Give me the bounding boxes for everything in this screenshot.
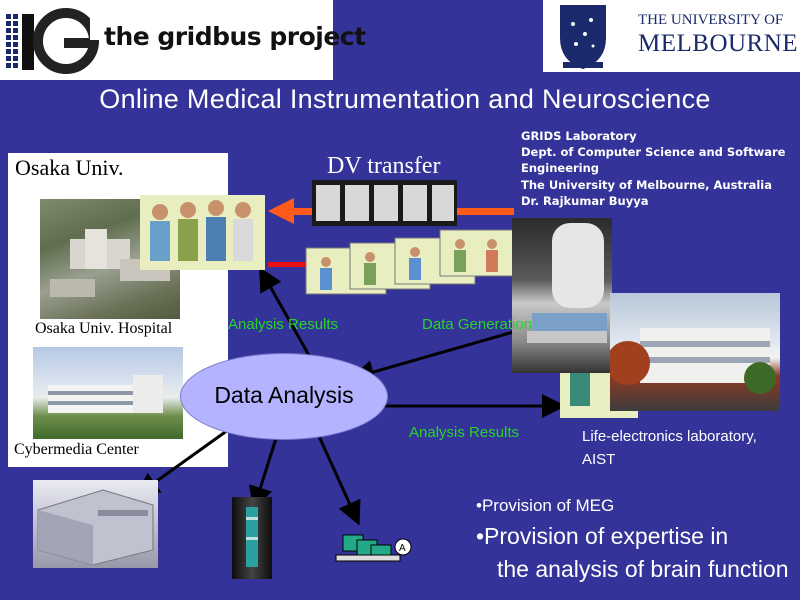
video-frames-people <box>305 229 516 295</box>
life-electronics-lab-photo <box>610 293 780 411</box>
slide-title: Online Medical Instrumentation and Neuro… <box>99 84 711 114</box>
aist-lab-line1: Life-electronics laboratory, <box>582 428 757 445</box>
melbourne-logo-line1: THE UNIVERSITY OF <box>638 12 784 28</box>
gridbus-emblem-icon <box>6 8 100 74</box>
provision-expertise-continuation: the analysis of brain function <box>497 556 789 582</box>
grids-info-line4: The University of Melbourne, Australia <box>521 177 773 192</box>
grids-info-line2: Dept. of Computer Science and Software <box>521 145 786 160</box>
analysis-results-label-top: Analysis Results <box>228 316 339 333</box>
compute-arrow-2 <box>248 431 280 511</box>
data-analysis-label: Data Analysis <box>214 382 354 408</box>
hospital-label: Osaka Univ. Hospital <box>35 320 173 337</box>
data-generation-arrow <box>350 328 521 384</box>
grids-info-line1: GRIDS Laboratory <box>521 129 637 143</box>
dv-frames-strip <box>312 180 457 226</box>
compute-arrow-3 <box>316 433 361 526</box>
aist-lab-line2: AIST <box>582 451 616 468</box>
server-tower-photo <box>232 497 272 579</box>
aist-lab-label: Life-electronics laboratory, AIST <box>582 425 757 471</box>
melbourne-logo-line2: MELBOURNE <box>638 30 799 57</box>
cybermedia-center-photo <box>33 347 183 439</box>
data-analysis-node <box>180 353 388 440</box>
provision-expertise-bullet: •Provision of expertise in <box>476 523 729 549</box>
gridbus-logo-text: the gridbus project <box>104 22 366 51</box>
dv-transfer-red-line <box>268 262 314 267</box>
university-crest-icon <box>560 5 606 70</box>
grids-lab-info: GRIDS Laboratory Dept. of Computer Scien… <box>521 128 785 209</box>
provision-meg-bullet: •Provision of MEG <box>476 496 615 515</box>
researchers-group-illustration <box>140 195 265 270</box>
grids-info-line5: Dr. Rajkumar Buyya <box>521 193 649 208</box>
svg-text:A: A <box>399 543 406 554</box>
dv-transfer-label: DV transfer <box>327 153 441 179</box>
gridbus-logo <box>0 0 333 80</box>
analysis-results-label-bottom: Analysis Results <box>409 424 520 441</box>
data-generation-label: Data Generation <box>422 316 533 333</box>
workstations-icon: A <box>335 534 412 562</box>
cybermedia-label: Cybermedia Center <box>14 441 139 458</box>
melbourne-logo <box>543 0 800 72</box>
osaka-title: Osaka Univ. <box>15 155 124 180</box>
supercomputer-photo <box>33 480 158 568</box>
meg-scanner-photo <box>512 218 612 373</box>
grids-info-line3: Engineering <box>521 161 600 176</box>
